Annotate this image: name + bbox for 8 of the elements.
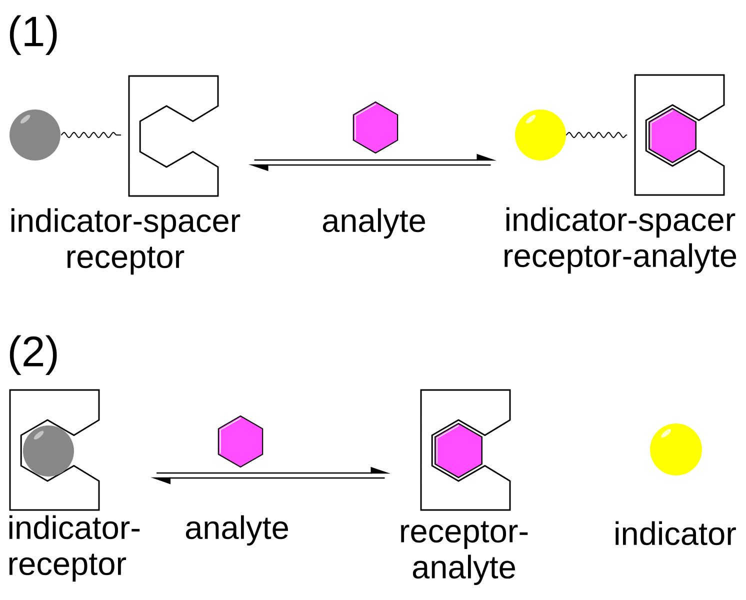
panel-label: (2) <box>10 335 57 376</box>
node-label: indicator-spacer receptor-analyte <box>504 207 736 274</box>
node-label: indicator-receptor <box>9 515 140 582</box>
node-label: analyte <box>322 208 425 239</box>
node-label: indicator <box>616 521 736 546</box>
node-label: analyte <box>186 515 288 546</box>
node-label: receptor-analyte <box>401 521 528 586</box>
node-label: indicator-spacer receptor <box>11 208 240 275</box>
